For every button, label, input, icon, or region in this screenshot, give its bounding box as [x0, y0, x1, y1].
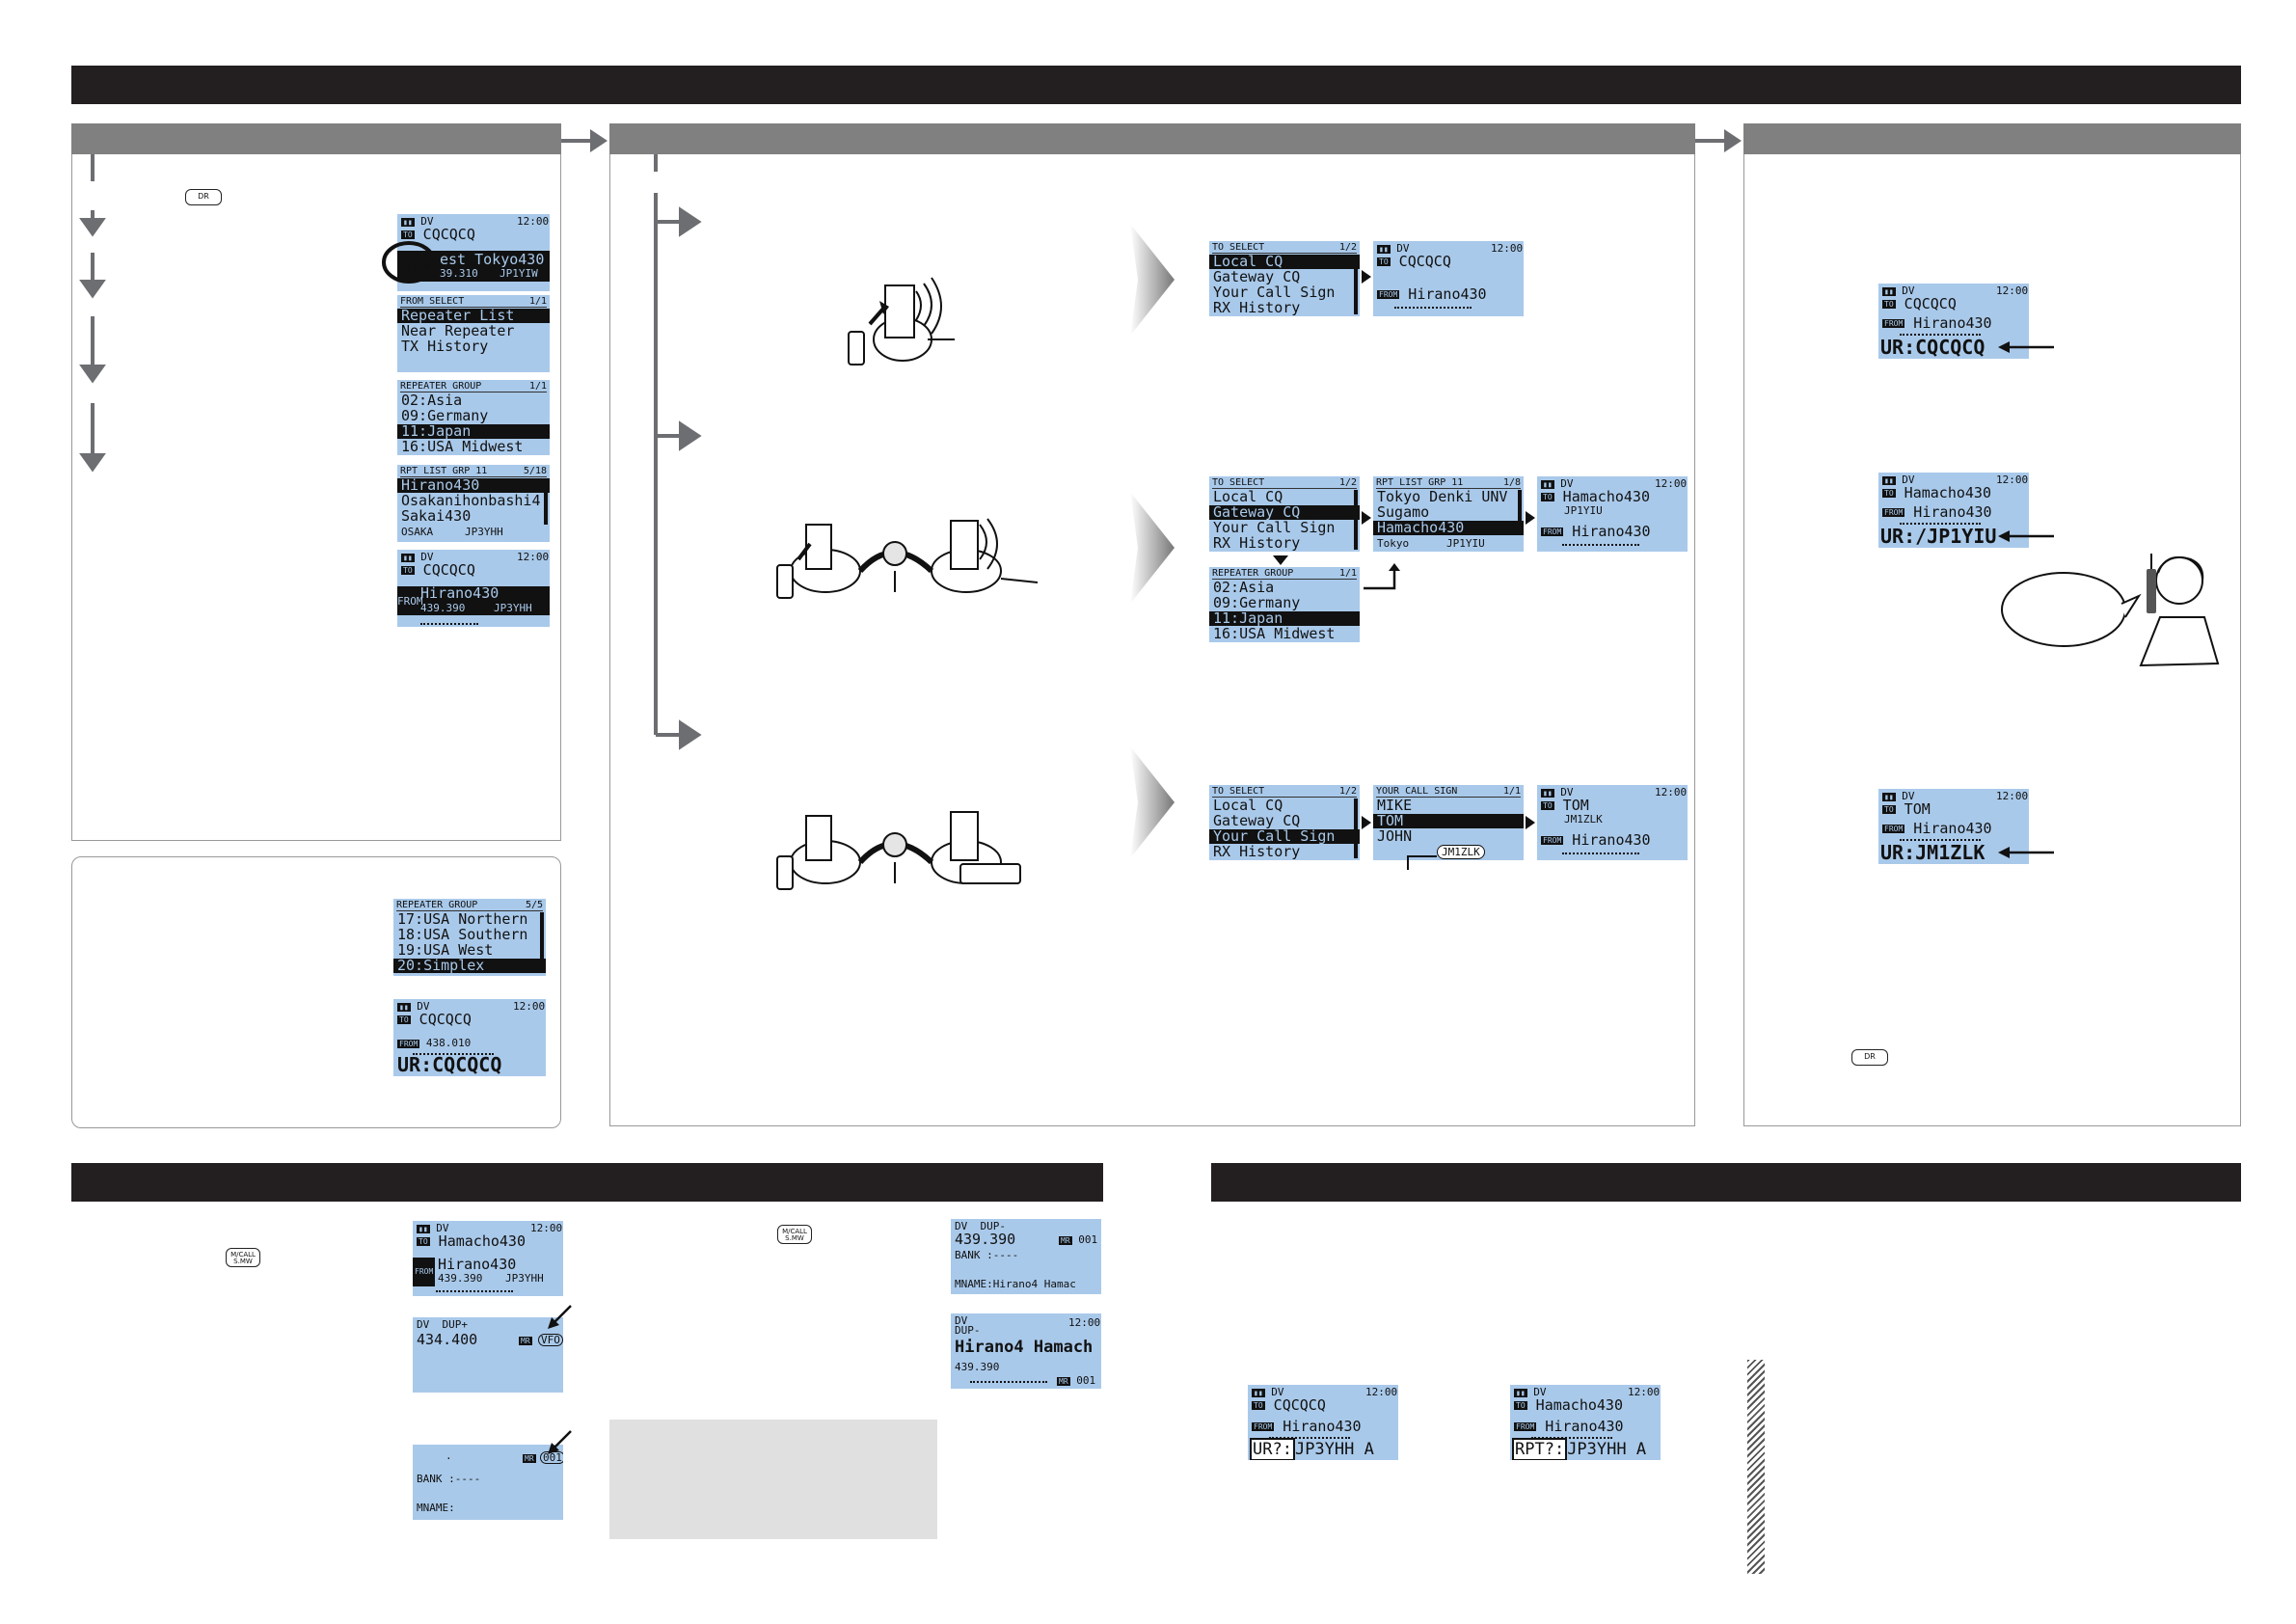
chevron-icon: [1130, 492, 1175, 604]
battery-icon: ▮▮: [1882, 286, 1896, 296]
scrollbar: [1354, 798, 1358, 858]
vfo-indicator: VFO: [538, 1334, 563, 1346]
lcd-dv-hirano: ▮▮ DV 12:00 TO CQCQCQ FROM Hirano430 439…: [397, 550, 550, 627]
scrollbar: [1354, 255, 1358, 314]
pointer-arrow: [1998, 847, 2054, 858]
scrollbar: [544, 478, 548, 525]
dr-key[interactable]: DR: [185, 189, 222, 205]
battery-icon: ▮▮: [1882, 792, 1896, 801]
lcd-dv-hamacho: ▮▮ DV 12:00 TO Hamacho430 JP1YIU FROM Hi…: [1537, 476, 1688, 552]
arrow-col2-to-col3: [1695, 129, 1742, 152]
pointer-arrow: [548, 1305, 572, 1329]
panel-step-1-note: [71, 856, 561, 1128]
from-highlight-circle: [382, 241, 436, 284]
callout-pointer: [1407, 855, 1437, 870]
gateway-repeater-illustration: [776, 518, 1039, 599]
lcd-dv-hamacho-mem: ▮▮ DV 12:00 TO Hamacho430 FROM Hirano430…: [413, 1221, 563, 1296]
scrollbar: [1354, 490, 1358, 550]
panel-step-2-header: [609, 123, 1695, 154]
battery-icon: ▮▮: [1377, 244, 1391, 254]
battery-icon: ▮▮: [1882, 475, 1896, 485]
connector-arrow-icon: [1364, 563, 1400, 590]
lcd-mem-written: DV DUP- 439.390 MR 001 BANK :---- MNAME:…: [951, 1219, 1101, 1294]
bottom-right-title-bar: [1211, 1163, 2241, 1202]
arrow-col1-to-col2: [561, 129, 608, 152]
flow-arrows-col1: [79, 154, 106, 473]
battery-icon: ▮▮: [401, 217, 415, 227]
battery-icon: ▮▮: [1541, 788, 1554, 798]
rpt-query-label: RPT?:: [1512, 1438, 1568, 1460]
pointer-arrow: [1998, 341, 2054, 353]
battery-icon: ▮▮: [401, 553, 415, 562]
lcd-mem-name: DV DUP- 12:00 Hirano4 Hamach 439.390 MR …: [951, 1313, 1101, 1389]
speech-bubble-illustration: [2001, 572, 2142, 647]
bottom-left-title-bar: [71, 1163, 1103, 1202]
down-arrow-icon: [1273, 555, 1288, 565]
note-box: [609, 1420, 937, 1539]
chevron-icon: [1130, 746, 1175, 858]
panel-step-3-header: [1743, 123, 2241, 154]
lcd-dv-local-cq: ▮▮ DV 12:00 TO CQCQCQ FROM Hirano430: [1373, 241, 1524, 316]
mcall-key[interactable]: M/CALL S.MW: [226, 1248, 260, 1267]
small-arrow-icon: [1362, 816, 1371, 829]
top-title-bar: [71, 66, 2241, 104]
flow-tree-col2: [654, 154, 702, 750]
operator-illustration: [2139, 554, 2220, 667]
battery-icon: ▮▮: [397, 1002, 411, 1012]
to-value: CQCQCQ: [422, 226, 475, 243]
battery-icon: ▮▮: [1541, 479, 1554, 489]
pointer-arrow: [548, 1430, 572, 1454]
your-callsign-illustration: [776, 811, 1021, 890]
scrollbar: [540, 912, 544, 972]
small-arrow-icon: [1526, 816, 1535, 829]
callsign-callout: JM1ZLK: [1437, 845, 1485, 859]
lcd-rpt-query: ▮▮ DV 12:00 TO Hamacho430 FROM Hirano430…: [1510, 1385, 1661, 1460]
chevron-icon: [1130, 224, 1175, 336]
lcd-dv-simplex: ▮▮ DV 12:00 TO CQCQCQ FROM 438.010 UR:CQ…: [393, 999, 546, 1076]
lcd-vfo-mode: DV DUP+ 434.400 MR VFO: [413, 1317, 563, 1393]
battery-icon: ▮▮: [1252, 1388, 1265, 1397]
lcd-ur-jp1yiu: ▮▮ DV 12:00 TO Hamacho430 FROM Hirano430…: [1878, 473, 2029, 548]
mcall-key[interactable]: M/CALL S.MW: [777, 1225, 812, 1244]
scrollbar: [1518, 490, 1522, 534]
ur-query-label: UR?:: [1250, 1438, 1295, 1460]
lcd-dv-tom: ▮▮ DV 12:00 TO TOM JM1ZLK FROM Hirano430: [1537, 785, 1688, 860]
lcd-mem-empty: . MR 001 BANK :---- MNAME:: [413, 1445, 563, 1520]
battery-icon: ▮▮: [417, 1224, 430, 1233]
local-area-illustration: [848, 277, 955, 365]
dr-key[interactable]: DR: [1851, 1049, 1888, 1066]
small-arrow-icon: [1362, 511, 1371, 525]
pointer-arrow: [1998, 530, 2054, 542]
battery-icon: ▮▮: [1514, 1388, 1527, 1397]
hatched-divider: [1747, 1360, 1765, 1574]
lcd-ur-query: ▮▮ DV 12:00 TO CQCQCQ FROM Hirano430 UR?…: [1248, 1385, 1398, 1460]
small-arrow-icon: [1362, 270, 1371, 284]
panel-step-1-header: [71, 123, 561, 154]
small-arrow-icon: [1526, 511, 1535, 525]
